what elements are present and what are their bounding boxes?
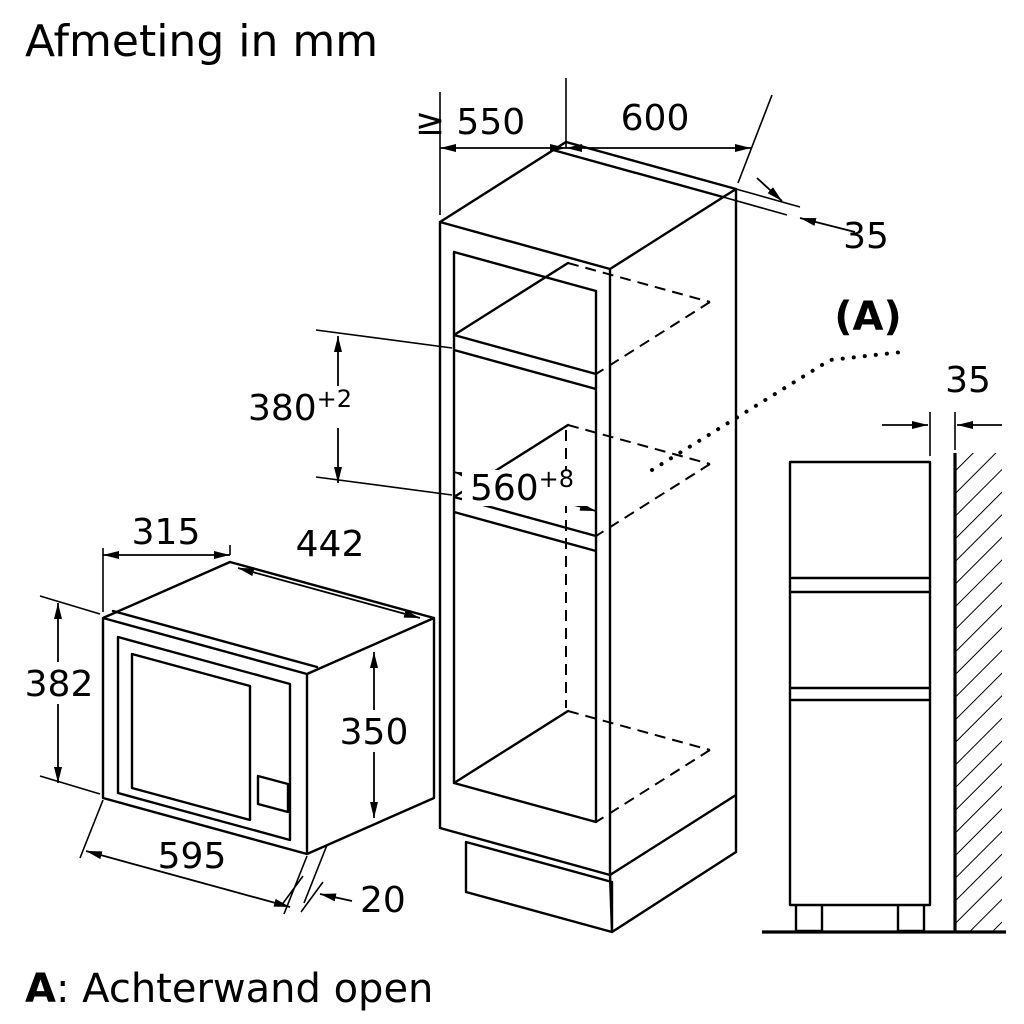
dim-top-rail-arrow-left [756,177,783,202]
dim-appliance-front-height-label: 382 [25,664,94,705]
dim-frame-overlap-label: 20 [360,880,406,921]
niche-height-value: 380 [248,388,317,429]
cabinet-interior-edges [452,148,725,824]
microwave-dimensions: 315 442 382 350 595 20 [24,512,421,921]
niche-width-tolerance: +8 [539,465,574,493]
dim-frame-overlap-arrow [319,893,353,902]
microwave-outer-faces [101,560,436,856]
niche-height-tolerance: +2 [317,385,352,413]
wall-gap-extension-lines [929,412,956,456]
page-title: Afmeting in mm [25,16,378,67]
dim-appliance-body-width-arrow [237,567,421,619]
dim-niche-width-label: 560+8 [470,465,574,509]
front-height-label-background [24,662,94,704]
side-view-cabinet-profile [788,460,932,933]
footnote: A: Achterwand open [25,966,433,1012]
cabinet-drawing [438,140,738,934]
footnote-key: A [25,966,56,1012]
body-height-label-background [340,710,410,752]
dim-appliance-body-width-label: 442 [296,524,365,565]
cabinet-hidden-edges [565,262,711,823]
dim-top-rail-arrow-right [799,217,856,233]
detail-leader-dotted-line [650,350,904,472]
niche-width-label-background [462,470,590,506]
dim-niche-height-label: 380+2 [248,385,352,429]
wall-hatching [956,453,1002,932]
dim-width-label: 600 [621,98,690,139]
detail-a-label: (A) [834,294,902,340]
dim-top-rail-label: 35 [843,216,889,257]
cabinet-dimensions: ≥ 550 600 35 380+2 560+8 [237,78,889,512]
dim-appliance-depth-label: 315 [132,512,201,553]
niche-width-value: 560 [470,468,539,509]
dim-appliance-width-label: 595 [158,836,227,877]
cabinet-extension-lines [315,78,801,496]
dim-min-depth-label: ≥ 550 [415,102,525,143]
microwave-extension-lines [39,545,328,915]
dim-appliance-width-arrow [85,850,291,908]
side-view-drawing [762,453,1006,934]
side-view-dimensions: 35 (A) [650,294,1002,472]
footnote-text: : Achterwand open [56,966,433,1012]
microwave-drawing [101,560,436,856]
dim-rear-gap-label: 35 [945,360,991,401]
microwave-door-and-panel [111,609,319,842]
niche-height-label-background [237,386,377,428]
dim-appliance-body-height-label: 350 [340,712,409,753]
